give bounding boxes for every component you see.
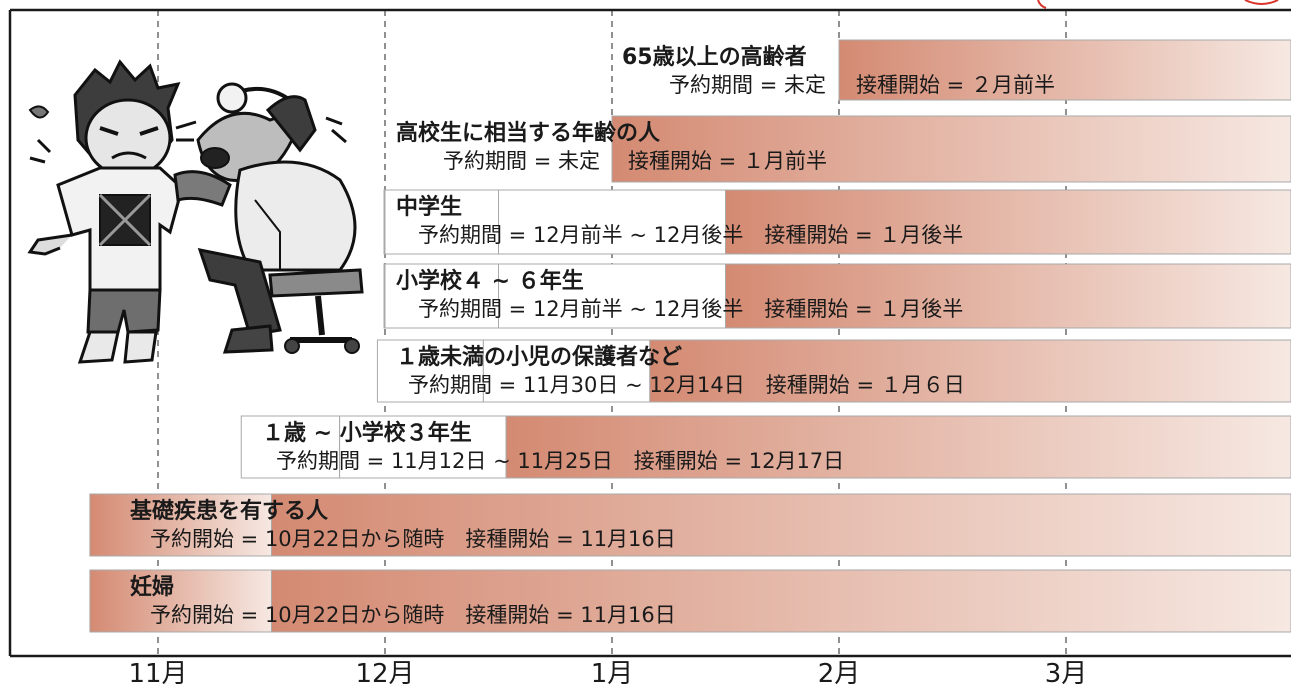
vaccination-bar: [611, 115, 1291, 183]
doctor-child-illustration: [27, 59, 364, 364]
corner-mark-left: [1037, 0, 1047, 9]
row-group-label: 小学校４ ~ ６年生: [396, 268, 584, 294]
booking-period-bar: [384, 189, 499, 255]
vaccination-bar: [505, 415, 1291, 479]
x-tick-label: 3月: [1045, 659, 1088, 689]
x-tick-label: 2月: [818, 659, 861, 689]
corner-mark: [1244, 0, 1279, 5]
row-schedule-text: 予約期間 = 11月30日 ~ 12月14日 接種開始 = １月６日: [408, 373, 965, 397]
pre-vaccination-bar: [339, 415, 507, 479]
x-tick-labels: 11月 12月 1月 2月 3月: [128, 659, 1087, 689]
row-group-label: 65歳以上の高齢者: [622, 44, 807, 70]
row-group-label: 妊婦: [130, 574, 174, 600]
row-booking-text: 予約期間 = 未定: [443, 149, 600, 173]
x-tick-label: 12月: [355, 659, 414, 689]
pre-vaccination-bar: [498, 263, 726, 329]
row-schedule-text: 予約期間 = 11月12日 ~ 11月25日 接種開始 = 12月17日: [276, 449, 844, 473]
child-figure: [27, 59, 184, 364]
x-tick-label: 11月: [128, 659, 187, 689]
row-group-label: 中学生: [396, 194, 462, 220]
booking-period-bar: [89, 569, 273, 633]
row-schedule-text: 予約期間 = 12月前半 ~ 12月後半 接種開始 = １月後半: [418, 297, 963, 321]
pre-vaccination-bar: [482, 339, 651, 403]
pre-vaccination-bar: [498, 189, 726, 255]
vaccination-bar: [725, 263, 1291, 329]
row-group-label: １歳 ~ 小学校３年生: [262, 420, 472, 446]
row-schedule-text: 予約開始 = 10月22日から随時 接種開始 = 11月16日: [150, 527, 676, 551]
vaccination-bar: [271, 569, 1291, 633]
row-booking-text: 予約期間 = 未定: [669, 73, 826, 97]
vaccination-bar: [725, 189, 1291, 255]
vaccination-bar: [649, 339, 1291, 403]
row-schedule-text: 予約開始 = 10月22日から随時 接種開始 = 11月16日: [150, 603, 676, 627]
vaccination-bar: [271, 493, 1291, 557]
row-group-label: 基礎疾患を有する人: [130, 498, 328, 524]
doctor-figure: [173, 82, 364, 354]
gridlines: [157, 10, 1067, 656]
booking-period-bar: [376, 339, 484, 403]
row-vaccination-text: 接種開始 = １月前半: [628, 149, 827, 173]
booking-period-bar: [89, 493, 273, 557]
row-group-label: 高校生に相当する年齢の人: [396, 120, 660, 146]
row-vaccination-text: 接種開始 = ２月前半: [856, 73, 1055, 97]
vaccination-bar: [838, 39, 1291, 101]
row-group-label: １歳未満の小児の保護者など: [396, 344, 682, 370]
row-schedule-text: 予約期間 = 12月前半 ~ 12月後半 接種開始 = １月後半: [418, 223, 963, 247]
x-tick-label: 1月: [591, 659, 634, 689]
